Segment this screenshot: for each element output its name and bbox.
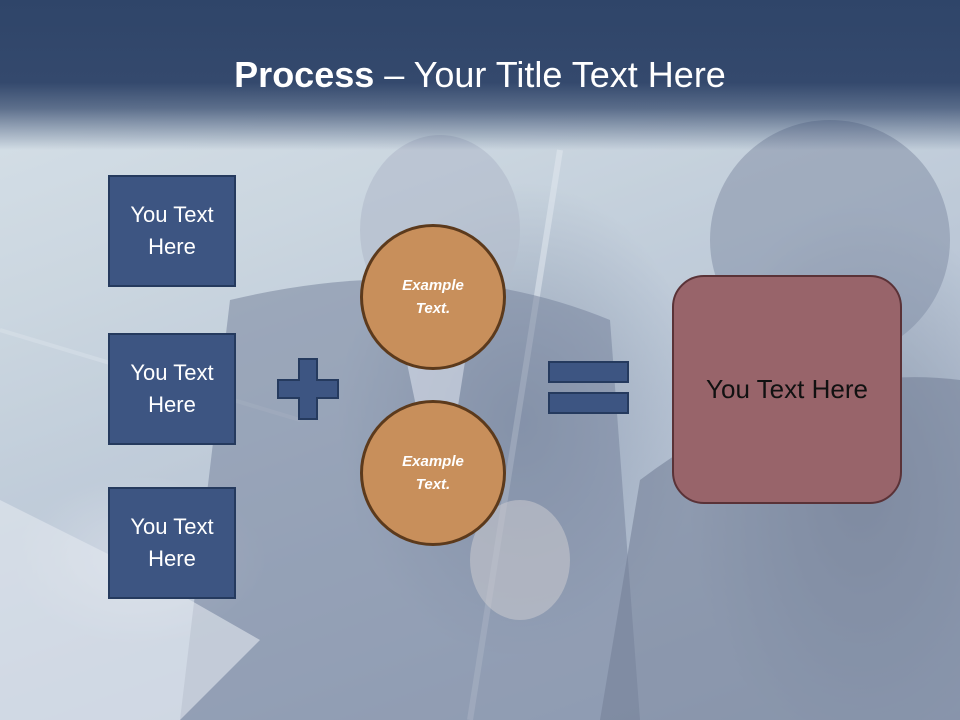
title-text: – Your Title Text Here xyxy=(374,54,726,95)
result-label: You Text Here xyxy=(706,374,868,404)
example-circle-1[interactable]: Example Text. xyxy=(360,224,506,370)
input-box-2[interactable]: You Text Here xyxy=(108,333,236,445)
slide-title: Process – Your Title Text Here xyxy=(0,54,960,96)
circle-label: Example Text. xyxy=(402,453,464,493)
circle-label: Example Text. xyxy=(402,277,464,317)
input-box-3[interactable]: You Text Here xyxy=(108,487,236,599)
input-box-label: You Text Here xyxy=(130,360,214,417)
title-bold: Process xyxy=(234,54,375,95)
input-box-label: You Text Here xyxy=(130,514,214,571)
plus-icon xyxy=(277,358,339,420)
equals-icon xyxy=(548,361,629,414)
example-circle-2[interactable]: Example Text. xyxy=(360,400,506,546)
input-box-label: You Text Here xyxy=(130,202,214,259)
input-box-1[interactable]: You Text Here xyxy=(108,175,236,287)
result-box[interactable]: You Text Here xyxy=(672,275,902,504)
title-bar: Process – Your Title Text Here xyxy=(0,0,960,150)
